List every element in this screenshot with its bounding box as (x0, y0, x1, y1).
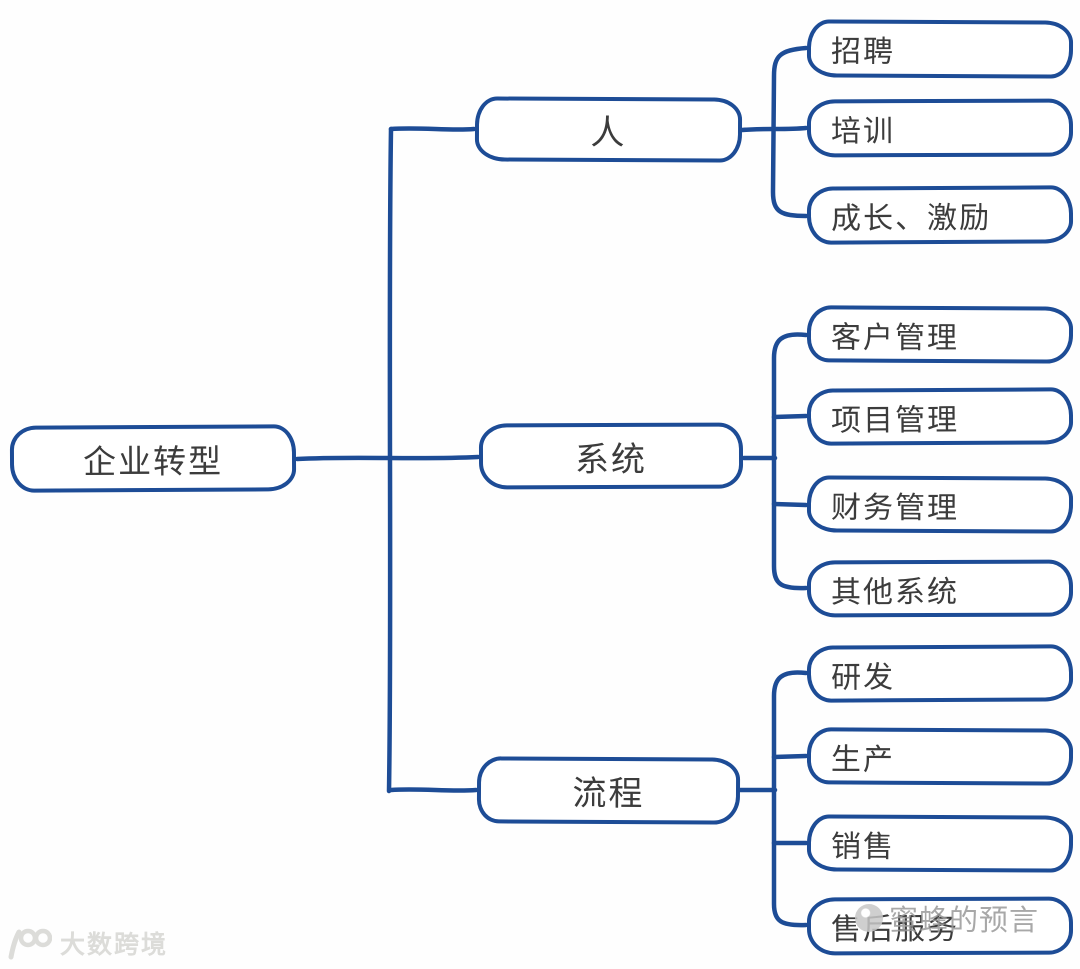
edge-trunk-people (388, 126, 477, 132)
node-label: 成长、激励 (830, 201, 992, 236)
node-recruiting[interactable]: 招聘 (806, 19, 1074, 79)
node-training[interactable]: 培训 (806, 98, 1074, 158)
node-sales[interactable]: 销售 (806, 814, 1074, 873)
node-label: 招聘 (830, 35, 896, 69)
node-label: 销售 (830, 830, 896, 864)
node-label: 培训 (830, 115, 896, 149)
node-label: 流程 (572, 774, 645, 814)
edge-process-subtrunk (771, 670, 809, 928)
node-label: 其他系统 (830, 575, 960, 609)
dashukuajing-logo-icon (8, 928, 52, 960)
node-growth-incentive[interactable]: 成长、激励 (806, 185, 1074, 245)
edge-process-stub2 (771, 753, 809, 760)
node-root[interactable]: 企业转型 (9, 424, 297, 493)
node-label: 财务管理 (830, 491, 960, 525)
node-production[interactable]: 生产 (806, 727, 1074, 786)
bee-logo-icon (855, 904, 883, 932)
node-project-management[interactable]: 项目管理 (806, 387, 1074, 446)
edge-main-trunk (386, 126, 394, 794)
node-finance-management[interactable]: 财务管理 (806, 475, 1074, 534)
node-label: 人 (590, 113, 627, 153)
node-other-systems[interactable]: 其他系统 (806, 559, 1074, 618)
watermark-dashukuajing: 大数跨境 (4, 925, 168, 961)
node-label: 客户管理 (830, 320, 960, 355)
watermark-left-text: 大数跨境 (60, 931, 169, 959)
node-label: 生产 (830, 742, 896, 777)
edge-system-stub2 (771, 413, 809, 420)
node-system[interactable]: 系统 (478, 422, 744, 490)
edge-system-subtrunk (771, 332, 809, 591)
edge-trunk-process (388, 787, 479, 793)
edge-root-system (294, 454, 481, 462)
node-label: 项目管理 (830, 403, 960, 438)
node-people[interactable]: 人 (474, 96, 743, 163)
node-label: 系统 (574, 440, 648, 479)
edge-people-subtrunk (770, 45, 809, 219)
watermark-right-text: 蜜蜂的预言 (889, 905, 1040, 937)
node-rnd[interactable]: 研发 (806, 644, 1074, 703)
edge-system-stub3 (771, 501, 809, 508)
node-label: 企业转型 (82, 442, 224, 480)
node-label: 研发 (830, 660, 896, 695)
node-customer-management[interactable]: 客户管理 (806, 305, 1074, 364)
node-process[interactable]: 流程 (476, 756, 741, 825)
watermark-bee-prophecy: 蜜蜂的预言 (855, 897, 1039, 939)
